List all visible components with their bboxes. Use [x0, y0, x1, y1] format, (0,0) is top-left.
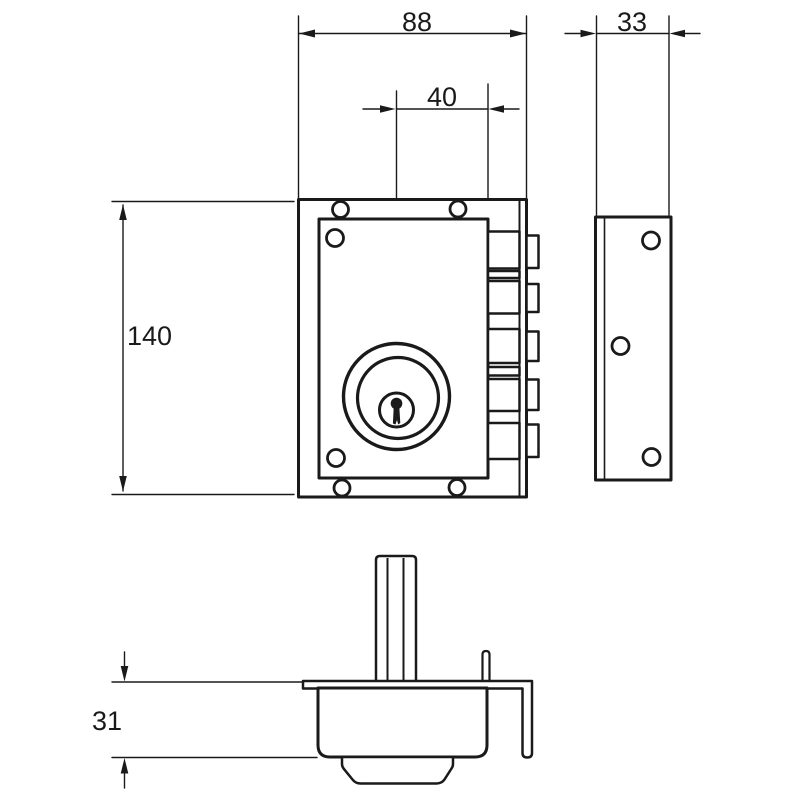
screw-hole — [331, 200, 350, 219]
dimension-140-label: 140 — [127, 321, 172, 351]
arrowhead-down — [120, 666, 129, 682]
arrowhead-top — [119, 204, 127, 220]
cylinder-core — [378, 391, 415, 429]
side-plate-outline — [594, 215, 673, 482]
stop-pin — [481, 649, 491, 683]
bolt-block — [486, 377, 521, 413]
bottom-view — [301, 554, 534, 785]
dimension-140: 140 — [111, 200, 295, 496]
arrowhead-left — [299, 29, 315, 38]
screw-hole — [447, 478, 467, 497]
faceplate-outline — [317, 217, 490, 480]
screw-hole — [641, 447, 662, 467]
dimension-88-label: 88 — [402, 7, 432, 37]
bolt-spacer — [486, 365, 521, 377]
cylinder-rose — [340, 755, 455, 785]
screw-hole — [610, 336, 631, 356]
cylinder-middle-ring — [355, 355, 441, 441]
arrowhead-left — [380, 105, 396, 113]
keyhole-icon — [390, 397, 403, 425]
dimension-31: 31 — [92, 651, 318, 789]
screw-hole — [325, 228, 345, 248]
arrowhead-right — [510, 29, 526, 38]
bolt-tab — [525, 234, 540, 270]
arrowhead-right — [488, 105, 504, 113]
dimension-33-label: 33 — [617, 7, 647, 37]
side-plate-view — [594, 215, 673, 482]
dimension-40: 40 — [362, 82, 520, 386]
bolt-spacer — [486, 269, 521, 280]
bolt-tab — [525, 378, 540, 412]
cylinder-shaft — [374, 554, 418, 684]
bolt-block — [486, 230, 521, 270]
bolt-block — [486, 327, 521, 365]
screw-hole — [448, 199, 468, 219]
arrowhead-bottom — [119, 476, 127, 492]
lock-case-bottom — [316, 686, 489, 759]
dimension-88: 88 — [297, 7, 528, 199]
bolt-block — [486, 421, 521, 461]
bolt-tab — [525, 282, 540, 314]
bolt-blocks — [486, 230, 521, 461]
mounting-flange-bracket — [301, 679, 534, 759]
bolt-tab — [525, 330, 540, 363]
screw-hole — [332, 478, 352, 498]
dimension-31-label: 31 — [92, 706, 122, 736]
arrowhead-up — [120, 758, 129, 774]
arrowhead-left — [580, 29, 596, 38]
dimension-33: 33 — [564, 7, 701, 216]
bolt-block — [486, 279, 521, 315]
cylinder-outer-ring — [341, 341, 452, 452]
dimension-40-label: 40 — [427, 82, 457, 112]
bolt-tab — [525, 423, 540, 459]
front-view — [297, 198, 540, 499]
bolt-tabs — [525, 234, 540, 459]
screw-hole — [641, 230, 661, 251]
arrowhead-right — [669, 29, 685, 38]
screw-hole — [326, 448, 346, 468]
